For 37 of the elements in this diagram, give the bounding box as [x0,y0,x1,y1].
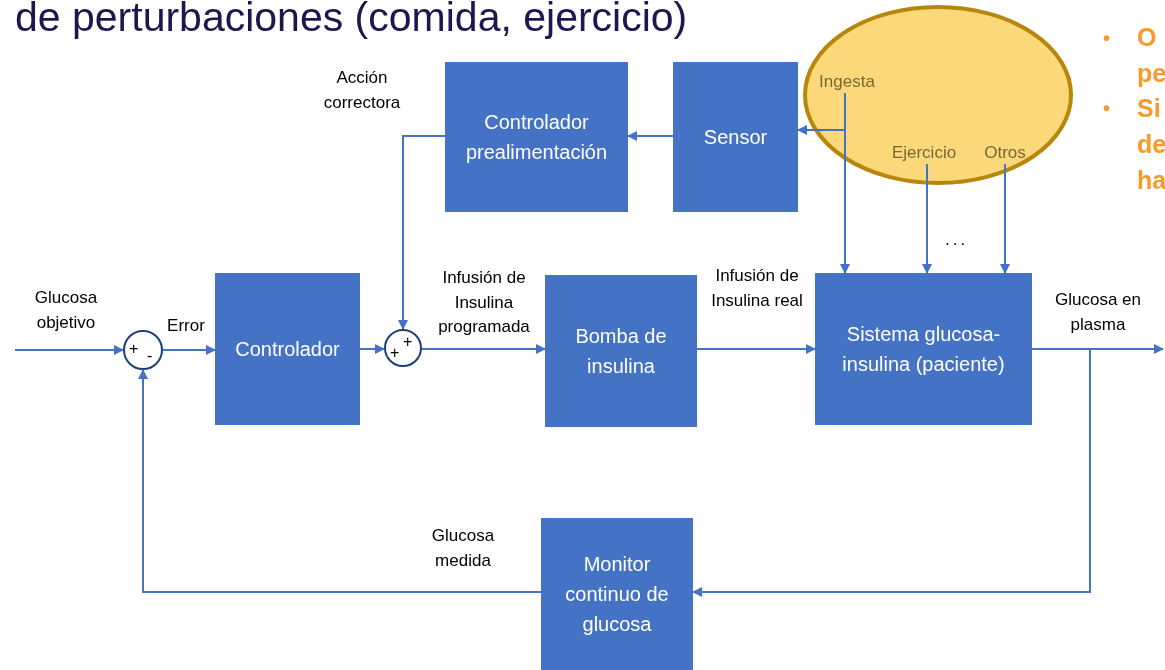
arrow [162,345,216,355]
process-block: Bomba de insulina [545,275,697,427]
arrow [696,344,816,354]
disturbance-label: Otros [979,142,1031,164]
arrow [398,135,446,330]
edge-label: Error [166,315,206,337]
edge-label: Glucosa medida [430,525,496,572]
process-block: Controlador [215,273,360,425]
arrow [922,163,932,274]
bullet-point: • [1103,96,1110,120]
arrow [627,131,674,141]
bullet-text: de [1137,129,1165,159]
arrow [421,344,546,354]
bullet-text: Si [1137,93,1161,123]
summing-junction: + + [384,329,422,367]
summing-junction: + - [123,330,163,370]
disturbance-label: Ejercicio [883,142,965,164]
arrow [359,344,385,354]
process-block: Controlador prealimentación [445,62,628,212]
ellipsis-note: ... [945,230,969,250]
edge-label: Glucosa objetivo [33,287,99,334]
process-block: Sistema glucosa-insulina (paciente) [815,273,1032,425]
process-block: Sensor [673,62,798,212]
arrow [14,345,124,355]
edge-label: Glucosa en plasma [1054,289,1142,336]
arrow [138,369,542,593]
bullet-text: O [1137,22,1157,52]
disturbance-label: Ingesta [815,71,879,93]
bullet-point: • [1103,26,1110,50]
edge-label: Infusión de Insulina real [710,265,804,312]
arrow [692,348,1091,597]
slide-title: de perturbaciones (comida, ejercicio) [15,0,688,41]
bullet-text: pe [1137,58,1165,88]
process-block: Monitor continuo de glucosa [541,518,693,670]
edge-label: Acción correctora [322,67,402,114]
edge-label: Infusión de Insulina programada [437,267,531,339]
highlight-ellipse [803,5,1073,185]
